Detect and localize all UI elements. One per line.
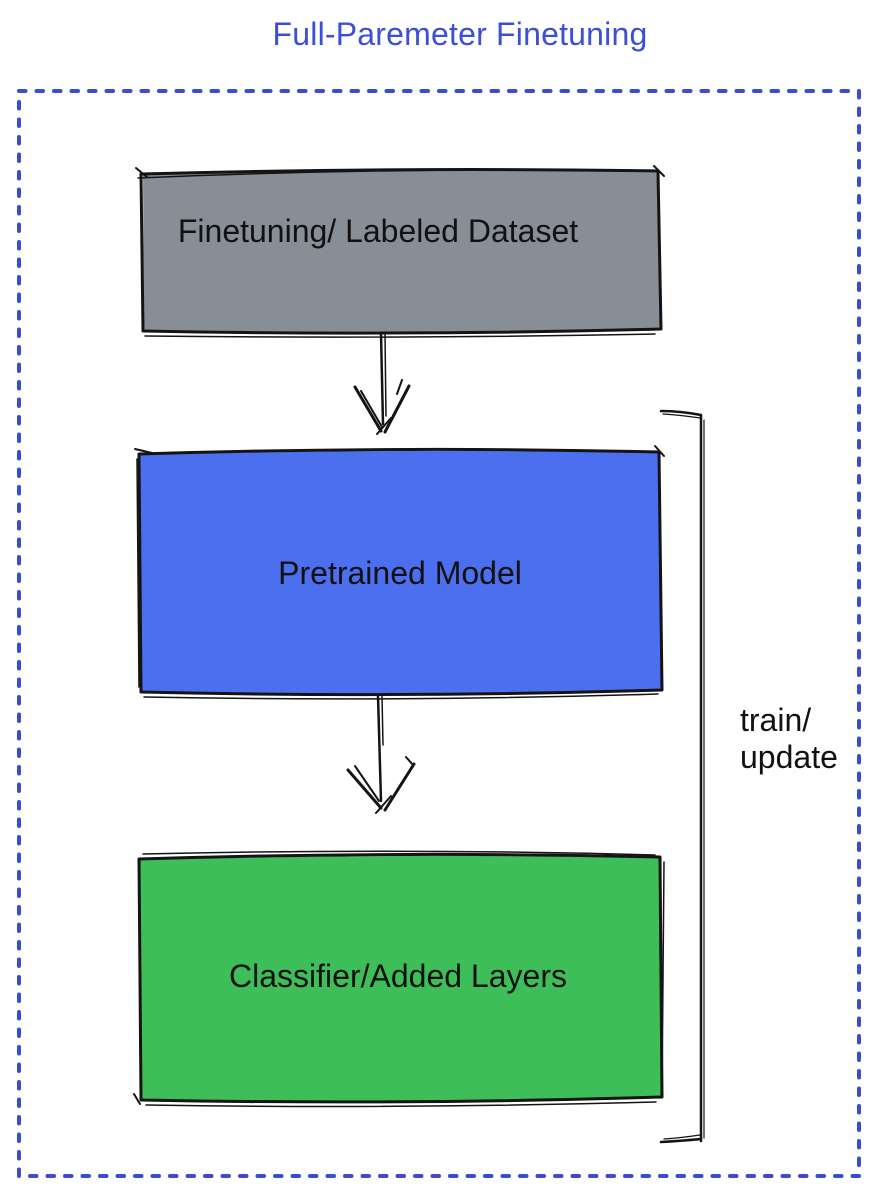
train-update-bracket <box>659 409 705 1144</box>
arrow-dataset-to-pretrained <box>353 332 411 435</box>
dashed-boundary <box>17 89 861 1178</box>
node-dataset-label: Finetuning/ Labeled Dataset <box>177 213 579 249</box>
node-classifier-box <box>133 850 665 1108</box>
node-classifier-fill <box>140 855 661 1102</box>
train-update-label: train/ update <box>740 702 838 775</box>
node-pretrained-label: Pretrained Model <box>278 555 522 591</box>
arrow-pretrained-to-classifier <box>346 694 416 814</box>
diagram-title: Full-Paremeter Finetuning <box>272 16 648 52</box>
node-classifier-label: Classifier/Added Layers <box>229 958 567 994</box>
node-dataset-box <box>135 165 665 338</box>
node-dataset-fill <box>143 170 660 333</box>
node-pretrained-box <box>134 445 665 700</box>
node-pretrained-fill <box>140 450 661 695</box>
